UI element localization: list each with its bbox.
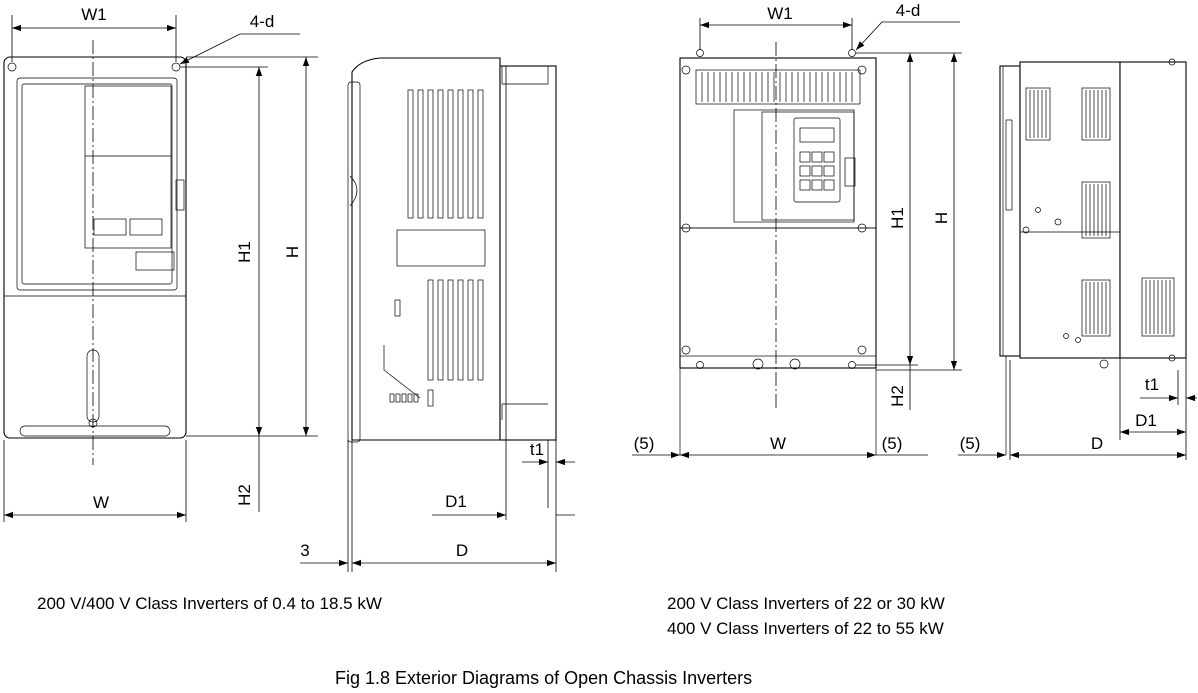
small-d1-label: D1: [445, 492, 467, 511]
large-hole-label: 4-d: [896, 1, 921, 20]
large-side-view: [999, 58, 1187, 455]
large-h-label: H: [932, 212, 951, 224]
small-side-vents-top: [407, 89, 484, 219]
small-side-connector: [389, 393, 419, 403]
small-t1-label: t1: [530, 440, 544, 459]
large-clear-label: (5): [960, 434, 981, 453]
large-w1-label: W1: [767, 4, 793, 23]
large-t1-label: t1: [1145, 375, 1159, 394]
figure-caption: Fig 1.8 Exterior Diagrams of Open Chassi…: [335, 668, 753, 688]
small-gap-label: 3: [300, 541, 309, 560]
large-unit-caption-line-1: 200 V Class Inverters of 22 or 30 kW: [667, 594, 945, 613]
small-h-label: H: [283, 246, 302, 258]
small-side-vents-bottom: [427, 279, 484, 381]
large-clear-left-label: (5): [634, 434, 655, 453]
small-hole-label: 4-d: [250, 12, 275, 31]
small-w-label: W: [93, 493, 109, 512]
large-front-view: [679, 42, 877, 455]
large-side-dimensions: D (5) D1 t1: [958, 358, 1197, 460]
small-h2-label: H2: [235, 484, 254, 506]
large-d1-label: D1: [1135, 411, 1157, 430]
large-unit-caption-line-2: 400 V Class Inverters of 22 to 55 kW: [667, 619, 944, 638]
small-front-dimensions: W1 4-d H1 H H2 W: [3, 5, 318, 522]
large-side-vents: [1025, 87, 1175, 337]
large-d-label: D: [1091, 434, 1103, 453]
large-w-label: W: [770, 434, 786, 453]
large-front-dimensions: W1 4-d H1 H H2 W (5) (5): [632, 1, 962, 459]
small-h1-label: H1: [235, 241, 254, 263]
small-side-view: [347, 57, 557, 443]
large-h2-label: H2: [888, 385, 907, 407]
small-front-view: [3, 40, 187, 465]
small-d-label: D: [456, 541, 468, 560]
small-w1-label: W1: [81, 5, 107, 24]
small-side-dimensions: D 3 D1 t1: [300, 440, 575, 572]
small-unit-caption: 200 V/400 V Class Inverters of 0.4 to 18…: [37, 594, 382, 613]
large-h1-label: H1: [888, 207, 907, 229]
large-clear-right-label: (5): [882, 434, 903, 453]
large-front-vents: [695, 69, 861, 105]
